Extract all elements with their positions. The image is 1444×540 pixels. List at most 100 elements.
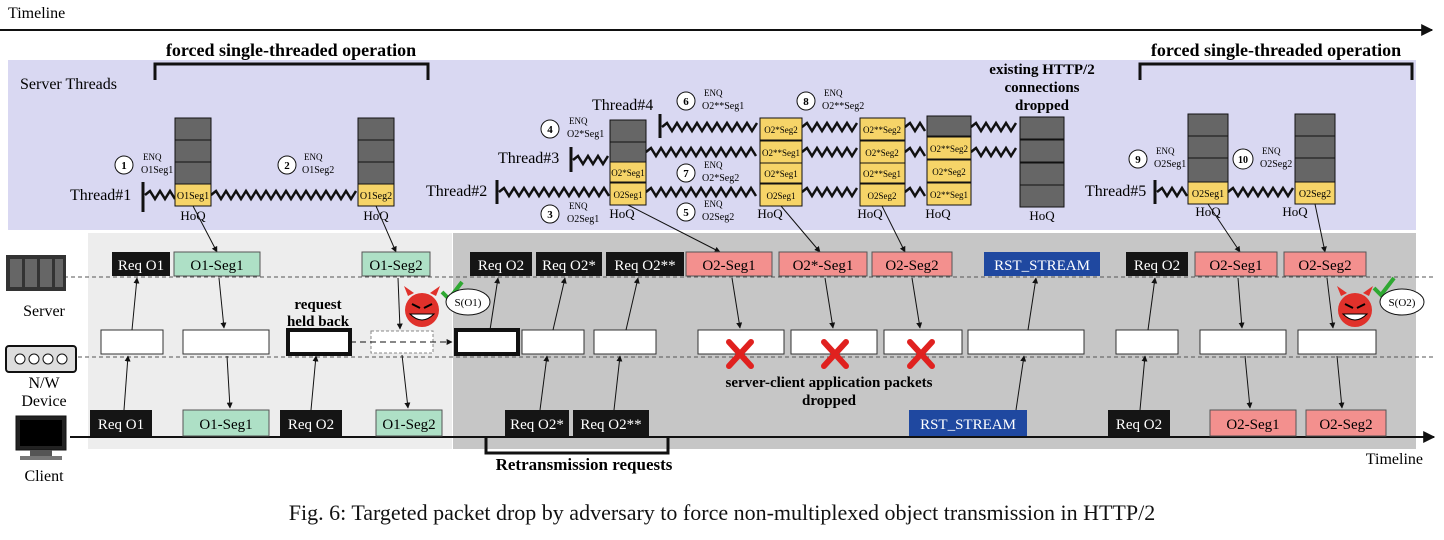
drop-mark-1: [726, 339, 754, 369]
step-5: 5 ENQ O2Seg2: [676, 199, 734, 223]
network-label-2: Device: [21, 393, 66, 410]
client-label: Client: [24, 468, 64, 485]
thread-2-zigzag-d: [904, 185, 927, 199]
svg-text:ENQ: ENQ: [569, 201, 588, 211]
server-msg-req-o2-b: Req O2: [1126, 252, 1188, 276]
step-2: 2 ENQ O1Seg2: [277, 152, 334, 176]
svg-text:2: 2: [284, 160, 290, 172]
svg-text:O2*Seg2: O2*Seg2: [865, 148, 899, 158]
svg-text:HoQ: HoQ: [609, 206, 635, 221]
svg-text:Req O2: Req O2: [478, 258, 524, 274]
svg-text:HoQ: HoQ: [1195, 204, 1221, 219]
thread-3-zigzag-d: [904, 145, 927, 159]
svg-text:HoQ: HoQ: [1282, 204, 1308, 219]
svg-text:O2-Seg1: O2-Seg1: [702, 258, 755, 274]
svg-text:HoQ: HoQ: [757, 206, 783, 221]
server-msg-o2-seg2: O2-Seg2: [871, 251, 953, 277]
svg-text:HoQ: HoQ: [180, 208, 206, 223]
svg-text:HoQ: HoQ: [1029, 208, 1055, 223]
thread-2-label: Thread#2: [426, 183, 487, 200]
held-back-box: [286, 328, 352, 356]
queue-thread-5-b: O2Seg2 HoQ: [1282, 113, 1336, 219]
svg-text:ENQ: ENQ: [704, 199, 723, 209]
svg-text:RST_STREAM: RST_STREAM: [920, 417, 1016, 433]
svg-text:ENQ: ENQ: [704, 160, 723, 170]
packets-dropped-line-1: server-client application packets: [726, 375, 933, 391]
server-threads-label: Server Threads: [20, 76, 117, 93]
diagram: Timeline Server Threads forced single-th…: [0, 5, 1436, 485]
svg-text:1: 1: [121, 160, 127, 172]
step-9: 9 ENQ O2Seg1: [1128, 146, 1186, 170]
client-msg-o1-seg1: O1-Seg1: [182, 409, 270, 437]
packets-dropped-line-2: dropped: [802, 393, 857, 409]
thread-4-zigzag-c: [904, 120, 927, 134]
svg-text:ENQ: ENQ: [304, 152, 323, 162]
bottom-timeline-label: Timeline: [1366, 451, 1423, 468]
thread-2-zigzag-b: [645, 185, 758, 199]
client-msg-req-o2: Req O2: [280, 410, 342, 436]
server-msg-o2-seg1: O2-Seg1: [685, 251, 773, 277]
thread-3-zigzag-a: [572, 153, 610, 167]
server-msg-o2-seg1-b: O2-Seg1: [1194, 251, 1278, 277]
svg-text:O1-Seg1: O1-Seg1: [199, 417, 252, 433]
svg-text:O2**Seg1: O2**Seg1: [702, 101, 744, 112]
svg-text:O2-Seg2: O2-Seg2: [1319, 417, 1372, 433]
thread-5-zigzag-b: [1227, 185, 1295, 199]
server-icon: [6, 255, 66, 291]
svg-text:O2*Seg2: O2*Seg2: [764, 125, 798, 135]
server-msg-o1-seg2: O1-Seg2: [361, 251, 431, 277]
svg-text:O2Seg2: O2Seg2: [1260, 159, 1292, 170]
step-1: 1 ENQ O1Seg1: [114, 152, 173, 176]
svg-text:O2-Seg1: O2-Seg1: [1209, 258, 1262, 274]
client-msg-req-o1: Req O1: [90, 410, 152, 436]
svg-text:HoQ: HoQ: [363, 208, 389, 223]
phase-bracket-left: forced single-threaded operation: [153, 40, 430, 80]
thread-4-zigzag-a: [661, 120, 759, 134]
svg-text:O2**Seg2: O2**Seg2: [863, 125, 901, 135]
thread-4-label: Thread#4: [592, 97, 653, 114]
svg-text:Req O2: Req O2: [1116, 417, 1162, 433]
queue-stack-b: O2*Seg2 O2**Seg1 O2*Seg1 O2Seg1 HoQ: [757, 117, 803, 221]
dropped-connections-line-1: existing HTTP/2: [989, 62, 1094, 78]
thread-2-zigzag-c: [801, 185, 859, 199]
client-msg-o1-seg2: O1-Seg2: [375, 409, 443, 437]
dropped-connections-line-3: dropped: [1015, 98, 1070, 114]
thread-1-label: Thread#1: [70, 187, 131, 204]
top-timeline-label: Timeline: [8, 5, 65, 22]
step-6: 6 ENQ O2**Seg1: [676, 88, 744, 112]
svg-text:forced single-threaded operati: forced single-threaded operation: [1151, 40, 1401, 60]
queue-thread-5-a: O2Seg1 HoQ: [1187, 113, 1229, 219]
svg-text:O2**Seg2: O2**Seg2: [930, 144, 968, 154]
queue-thread-2-a: O2*Seg1 O2Seg1 HoQ: [609, 119, 647, 221]
thread-lines: [144, 120, 1295, 202]
drop-mark-2: [821, 339, 849, 369]
svg-text:O2Seg1: O2Seg1: [567, 214, 599, 225]
svg-text:3: 3: [547, 209, 553, 221]
client-msg-req-o2-b: Req O2: [1108, 410, 1170, 436]
svg-text:ENQ: ENQ: [1156, 146, 1175, 156]
svg-text:RST_STREAM: RST_STREAM: [994, 258, 1090, 274]
svg-text:Req O2: Req O2: [1134, 258, 1180, 274]
adversary-devil-1-icon: [404, 286, 440, 327]
svg-text:S(O1): S(O1): [455, 297, 482, 309]
svg-text:O2Seg2: O2Seg2: [1299, 189, 1331, 200]
svg-text:O2**Seg1: O2**Seg1: [762, 148, 800, 158]
figure-caption: Fig. 6: Targeted packet drop by adversar…: [288, 500, 1156, 525]
request-held-back-line-2: held back: [287, 314, 350, 330]
server-msg-req-o2-star: Req O2*: [536, 252, 602, 276]
svg-text:O2**Seg2: O2**Seg2: [822, 101, 864, 112]
queue-thread-1-a: O1Seg1 HoQ: [174, 117, 212, 223]
svg-text:O2-Seg1: O2-Seg1: [1226, 417, 1279, 433]
network-label-1: N/W: [28, 375, 60, 392]
svg-text:6: 6: [683, 96, 689, 108]
step-7: 7 ENQ O2*Seg2: [676, 160, 739, 184]
server-msg-rst-stream: RST_STREAM: [984, 252, 1100, 276]
dropped-connections-line-2: connections: [1005, 80, 1080, 96]
svg-text:7: 7: [683, 168, 689, 180]
thread-3-zigzag-c: [801, 145, 859, 159]
server-msg-req-o2-star-star: Req O2**: [606, 252, 684, 276]
client-icon: [15, 415, 67, 460]
request-held-back-line-1: request: [294, 297, 341, 313]
server-msg-req-o2: Req O2: [470, 252, 532, 276]
svg-text:O2Seg2: O2Seg2: [868, 191, 897, 201]
